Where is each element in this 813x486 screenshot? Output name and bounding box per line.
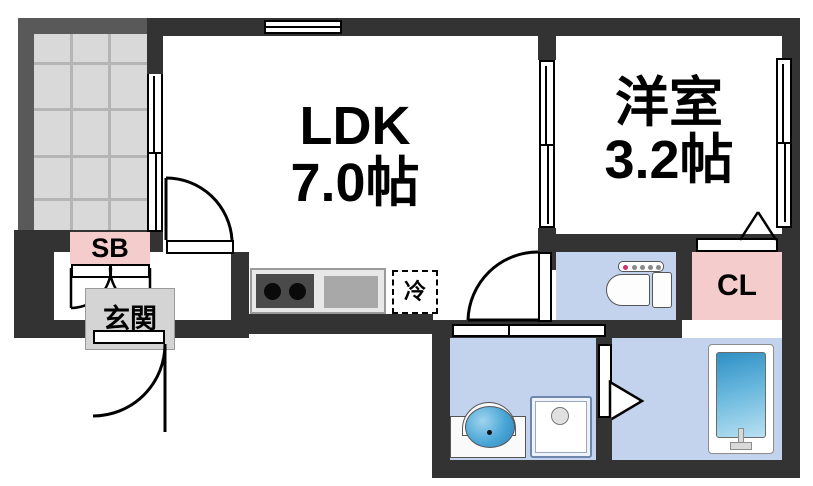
toilet-panel-dot-2 [640, 265, 645, 270]
washing-machine-dial [551, 407, 569, 425]
bathtub-faucet-base [730, 442, 752, 450]
toilet-tank [652, 272, 672, 308]
wall-top [155, 18, 800, 36]
wall-balcony-top [18, 18, 158, 34]
wall-hall-right [231, 252, 249, 338]
closet-door-fold [738, 211, 778, 241]
ldk-entry-door[interactable] [166, 240, 234, 254]
stove-burner-left [264, 283, 281, 300]
balcony-grid-h4 [34, 198, 156, 201]
balcony-grid-h2 [34, 108, 156, 111]
balcony-sliding-door[interactable] [147, 72, 163, 232]
wall-toilet-right [676, 252, 692, 320]
fridge-label: 冷 [403, 279, 426, 305]
wall-bedroom-left-top [538, 18, 556, 60]
ldk-label-line1: LDK [299, 96, 411, 157]
ldk-top-window[interactable] [264, 20, 342, 34]
toilet-control-panel [618, 261, 664, 272]
balcony-grid-v2 [108, 34, 111, 230]
closet-label: CL [717, 269, 757, 303]
entrance-door[interactable] [93, 330, 165, 344]
closet-door[interactable] [696, 238, 778, 252]
toilet-door[interactable] [538, 252, 552, 322]
balcony-grid-h3 [34, 155, 156, 158]
shoe-box: SB [70, 232, 150, 264]
wall-washroom-left [432, 320, 450, 478]
ldk-label-line2: 7.0帖 [290, 153, 420, 213]
bedroom-sliding-door[interactable] [539, 60, 555, 228]
fridge-space: 冷 [392, 270, 438, 314]
genkan-label: 玄関 [103, 303, 157, 334]
balcony-area [34, 34, 156, 230]
bedroom-label-line2: 3.2帖 [604, 130, 734, 190]
toilet-bowl [606, 274, 650, 306]
wash-basin-drain [487, 430, 492, 435]
washroom-sliding-door-2[interactable] [508, 324, 606, 337]
bathroom-door[interactable] [598, 344, 612, 418]
toilet-panel-dot-4 [656, 265, 661, 270]
wall-bath-notch [596, 418, 612, 460]
wall-balcony-left [18, 18, 34, 238]
balcony-grid-v1 [70, 34, 73, 230]
toilet-panel-dot-1 [632, 265, 637, 270]
stove-burner-right [289, 283, 306, 300]
two-burner-stove [256, 274, 314, 308]
bathtub [716, 352, 766, 438]
bedroom-window[interactable] [776, 58, 792, 228]
bedroom-room [556, 36, 782, 240]
washroom-sliding-door[interactable] [452, 324, 510, 337]
wall-washroom-bottom [432, 460, 800, 478]
entrance-door-arc [92, 343, 167, 432]
closet-area: CL [692, 252, 782, 320]
toilet-panel-dot-3 [648, 265, 653, 270]
bedroom-label-line1: 洋室 [615, 73, 723, 134]
bathroom-door-arrow-icon [608, 379, 645, 423]
bedroom-label: 洋室 3.2帖 [566, 62, 772, 202]
toilet-door-arc [466, 250, 539, 322]
toilet-panel-dot-red [623, 265, 628, 270]
wall-ldk-left-lower [147, 232, 163, 252]
ldk-entry-door-arc [164, 176, 234, 241]
kitchen-sink [324, 276, 378, 308]
wash-basin [465, 406, 515, 448]
wall-ldk-left-upper [147, 18, 163, 74]
ldk-label: LDK 7.0帖 [230, 85, 480, 225]
shoe-box-label: SB [91, 232, 129, 263]
balcony-grid-h1 [34, 62, 156, 65]
